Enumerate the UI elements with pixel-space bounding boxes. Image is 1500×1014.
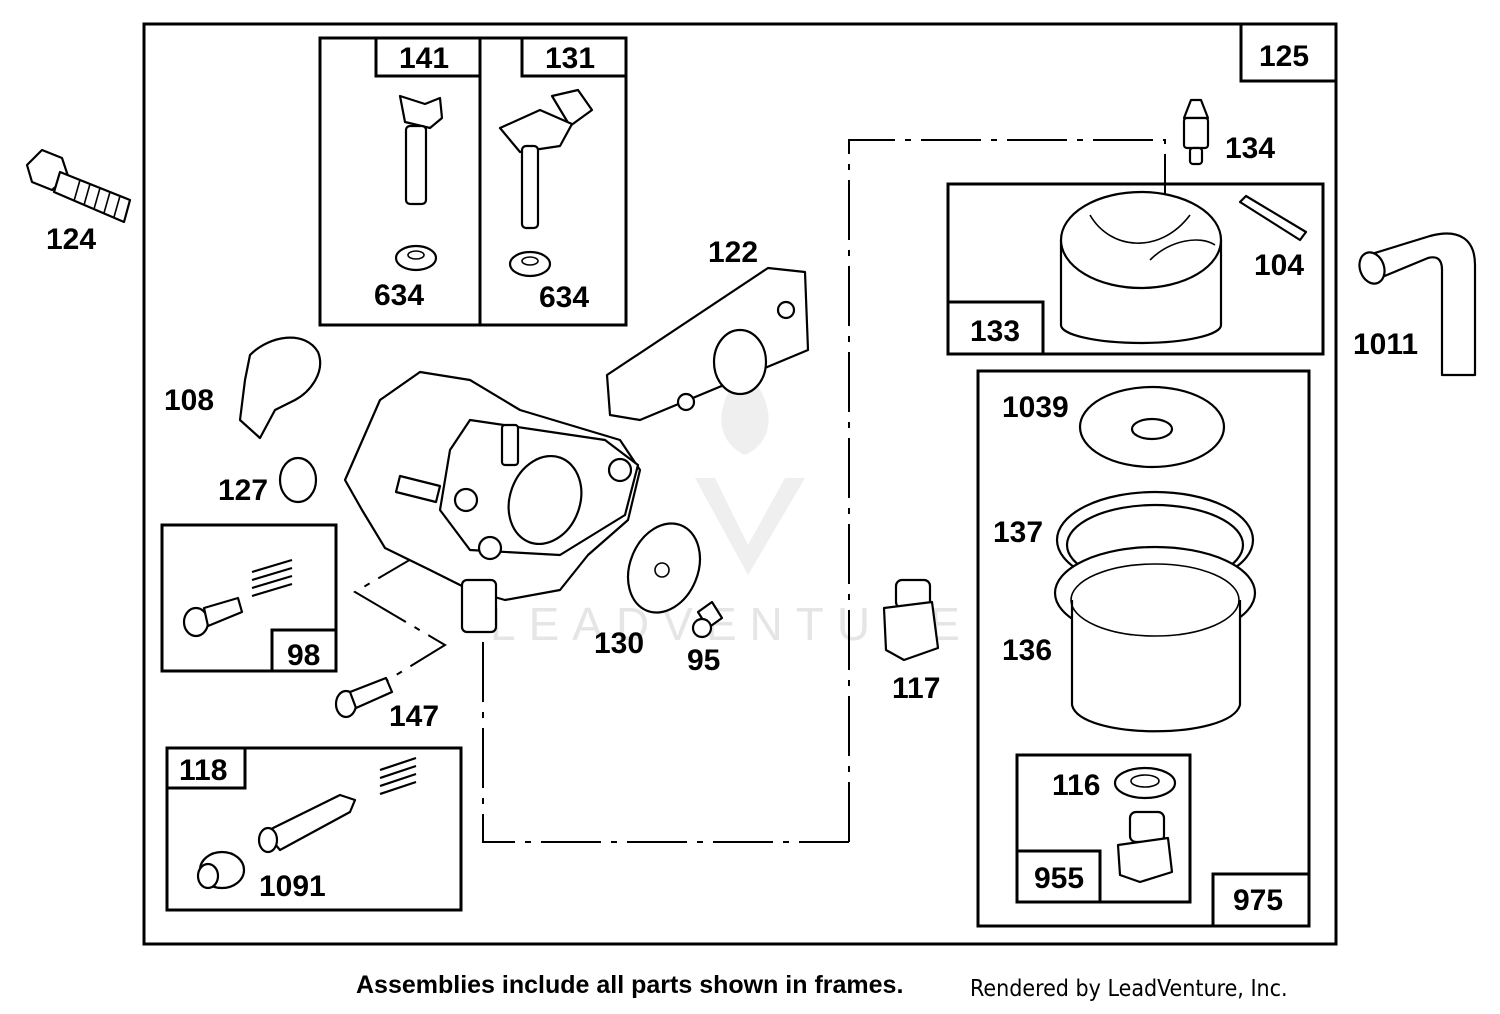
frame-tab-98 <box>270 628 338 673</box>
label-125: 125 <box>1259 40 1309 73</box>
label-136: 136 <box>1002 634 1052 667</box>
label-141: 141 <box>399 42 449 75</box>
tube-1011 <box>1358 232 1477 377</box>
plate-108 <box>238 336 322 440</box>
label-122: 122 <box>708 236 758 269</box>
label-98: 98 <box>287 639 320 672</box>
plug-127 <box>278 456 318 504</box>
frame-975 <box>976 369 1311 928</box>
label-137: 137 <box>993 516 1043 549</box>
footer-note: Assemblies include all parts shown in fr… <box>356 971 903 999</box>
frame-955 <box>1015 753 1192 904</box>
frame-118 <box>165 746 463 912</box>
label-975: 975 <box>1233 884 1283 917</box>
frame-tab-975 <box>1211 872 1311 928</box>
label-108: 108 <box>164 384 214 417</box>
label-147: 147 <box>389 700 439 733</box>
needle-1091 <box>196 756 417 890</box>
part-labels: 124 141 131 125 634 634 134 122 104 133 … <box>46 40 1418 917</box>
label-1011: 1011 <box>1353 328 1418 361</box>
main-assembly-frame <box>142 22 1338 946</box>
gasket-130 <box>626 522 702 614</box>
spacer-122 <box>605 266 810 422</box>
fitting-117 <box>882 578 940 662</box>
choke-shaft-131 <box>498 88 594 278</box>
watermark-text: LEADVENTURE <box>490 598 973 650</box>
frame-tab-141 <box>374 36 482 78</box>
label-634-left: 634 <box>374 279 424 312</box>
frame-tab-133 <box>946 300 1045 356</box>
screw-147 <box>334 676 394 719</box>
frame-98 <box>160 523 338 673</box>
screw-95 <box>691 600 724 639</box>
label-131: 131 <box>545 42 595 75</box>
bolt-955 <box>1116 810 1174 884</box>
frame-tab-955 <box>1015 849 1102 904</box>
float-133 <box>1059 190 1223 345</box>
throttle-shaft-141 <box>394 94 444 272</box>
label-130: 130 <box>594 627 644 660</box>
label-117: 117 <box>892 672 940 705</box>
credit-text: Rendered by LeadVenture, Inc. <box>970 976 1288 1002</box>
label-1091: 1091 <box>259 870 326 903</box>
label-116: 116 <box>1052 769 1100 802</box>
frame-tab-125 <box>1239 22 1338 83</box>
label-133: 133 <box>970 315 1020 348</box>
label-95: 95 <box>687 644 720 677</box>
label-955: 955 <box>1034 862 1084 895</box>
label-634-right: 634 <box>539 281 589 314</box>
label-134: 134 <box>1225 132 1275 165</box>
frame-tab-131 <box>520 36 628 78</box>
label-127: 127 <box>218 474 268 507</box>
screw-spring-98 <box>182 558 293 638</box>
carburetor-body <box>343 370 642 634</box>
label-118: 118 <box>179 754 227 787</box>
label-124: 124 <box>46 223 96 256</box>
bolt-124 <box>25 148 132 224</box>
label-1039: 1039 <box>1002 391 1069 424</box>
label-104: 104 <box>1254 249 1304 282</box>
washer-116 <box>1113 766 1177 800</box>
watermark: LEADVENTURE <box>490 370 973 650</box>
gasket-1039 <box>1078 385 1226 469</box>
frame-tab-118 <box>165 746 247 790</box>
bowl-136 <box>1053 545 1257 733</box>
needle-134 <box>1182 98 1210 166</box>
pin-104 <box>1238 194 1308 242</box>
frame-133 <box>946 182 1325 356</box>
